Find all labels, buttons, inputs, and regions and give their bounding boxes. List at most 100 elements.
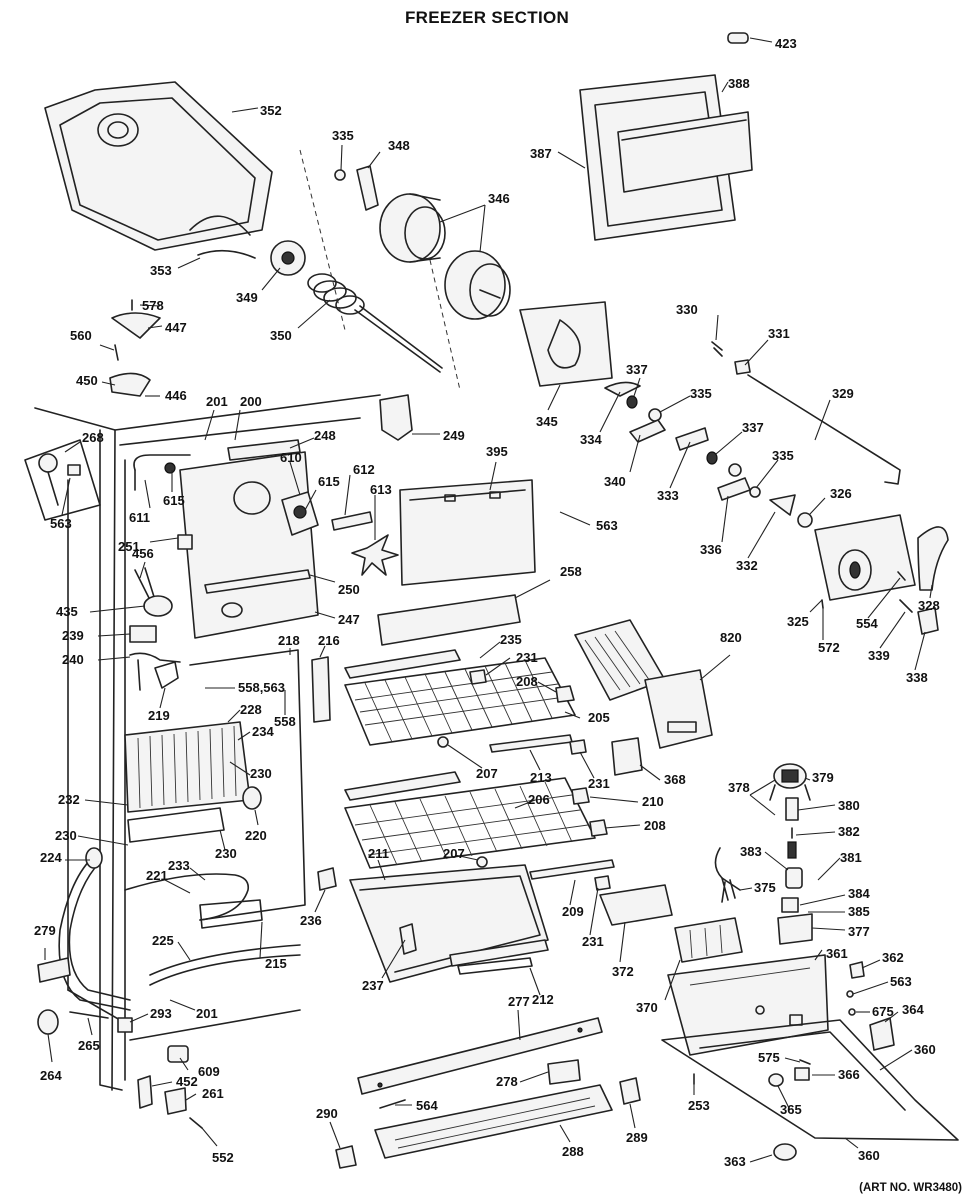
label-265: 265: [78, 1038, 100, 1053]
part-365: [768, 1073, 784, 1087]
label-235: 235: [500, 632, 522, 647]
part-360-tray: [661, 1019, 959, 1141]
part-345-bracket: [519, 301, 613, 387]
label-339: 339: [868, 648, 890, 663]
part-352-ice-bucket: [44, 81, 273, 251]
label-225: 225: [152, 933, 174, 948]
label-612: 612: [353, 462, 375, 477]
label-423: 423: [775, 36, 797, 51]
part-366: [794, 1067, 810, 1081]
label-435: 435: [56, 604, 78, 619]
part-213: [489, 734, 573, 753]
label-558-563: 558,563: [238, 680, 285, 695]
label-201-b: 201: [196, 1006, 218, 1021]
label-258: 258: [560, 564, 582, 579]
label-325: 325: [787, 614, 809, 629]
label-228: 228: [240, 702, 262, 717]
label-379: 379: [812, 770, 834, 785]
part-575: [799, 1059, 811, 1065]
part-249-bracket: [379, 394, 413, 441]
label-337-b: 337: [742, 420, 764, 435]
page-title: FREEZER SECTION: [404, 8, 570, 27]
part-564: [379, 1099, 406, 1109]
part-346-drums: [379, 193, 511, 320]
label-208-b: 208: [644, 818, 666, 833]
part-338: [917, 607, 939, 635]
label-333: 333: [657, 488, 679, 503]
part-820-icemaker: [574, 619, 713, 749]
label-575: 575: [758, 1050, 780, 1065]
part-675: [848, 1008, 856, 1016]
label-338: 338: [906, 670, 928, 685]
label-578: 578: [142, 298, 164, 313]
part-evaporator-coils: [124, 721, 251, 843]
label-610: 610: [280, 450, 302, 465]
label-552: 552: [212, 1150, 234, 1165]
label-207-a: 207: [476, 766, 498, 781]
label-350: 350: [270, 328, 292, 343]
part-239-240-switch: [129, 625, 181, 691]
label-247: 247: [338, 612, 360, 627]
part-251: [177, 534, 193, 550]
label-206: 206: [528, 792, 550, 807]
label-213: 213: [530, 770, 552, 785]
label-230-b: 230: [215, 846, 237, 861]
label-336: 336: [700, 542, 722, 557]
label-289: 289: [626, 1130, 648, 1145]
label-609: 609: [198, 1064, 220, 1079]
part-210: [571, 787, 590, 805]
label-332: 332: [736, 558, 758, 573]
label-375: 375: [754, 880, 776, 895]
part-218-back-panel: [189, 649, 306, 921]
label-278: 278: [496, 1074, 518, 1089]
label-615-a: 615: [163, 493, 185, 508]
label-365: 365: [780, 1102, 802, 1117]
part-328: [917, 526, 949, 591]
label-563-b: 563: [596, 518, 618, 533]
label-563-c: 563: [890, 974, 912, 989]
part-205-shelf: [344, 649, 576, 746]
part-372: [599, 884, 673, 926]
label-368: 368: [664, 772, 686, 787]
part-221-233-tubing: [124, 873, 263, 929]
label-353: 353: [150, 263, 172, 278]
part-361-plate: [667, 954, 829, 1056]
label-200: 200: [240, 394, 262, 409]
part-395-cover: [399, 479, 536, 586]
label-208-a: 208: [516, 674, 538, 689]
part-290: [335, 1145, 357, 1169]
part-350-auger: [307, 273, 443, 373]
part-250-evap-cover: [179, 451, 319, 639]
label-210: 210: [642, 794, 664, 809]
label-456: 456: [132, 546, 154, 561]
label-554: 554: [856, 616, 878, 631]
leader-lines: [44, 37, 933, 1163]
part-447: [111, 312, 161, 339]
label-239: 239: [62, 628, 84, 643]
label-211: 211: [368, 846, 389, 861]
label-363: 363: [724, 1154, 746, 1169]
label-362: 362: [882, 950, 904, 965]
part-335-348: [334, 165, 379, 211]
label-331: 331: [768, 326, 790, 341]
part-611-bracket: [133, 454, 191, 491]
label-364: 364: [902, 1002, 924, 1017]
label-370: 370: [636, 1000, 658, 1015]
label-231-b: 231: [588, 776, 610, 791]
label-221: 221: [146, 868, 168, 883]
label-329: 329: [832, 386, 854, 401]
part-216: [311, 656, 331, 723]
label-381: 381: [840, 850, 862, 865]
label-232: 232: [58, 792, 80, 807]
label-388: 388: [728, 76, 750, 91]
label-360-b: 360: [858, 1148, 880, 1163]
label-366: 366: [838, 1067, 860, 1082]
part-224-225-tube: [58, 847, 301, 1011]
label-326: 326: [830, 486, 852, 501]
part-labels: 423 388 387 352 335 348 346 353 349 350 …: [34, 36, 940, 1169]
label-335-b: 335: [690, 386, 712, 401]
label-207-b: 207: [443, 846, 465, 861]
label-288: 288: [562, 1144, 584, 1159]
label-558: 558: [274, 714, 296, 729]
part-368: [611, 737, 643, 776]
